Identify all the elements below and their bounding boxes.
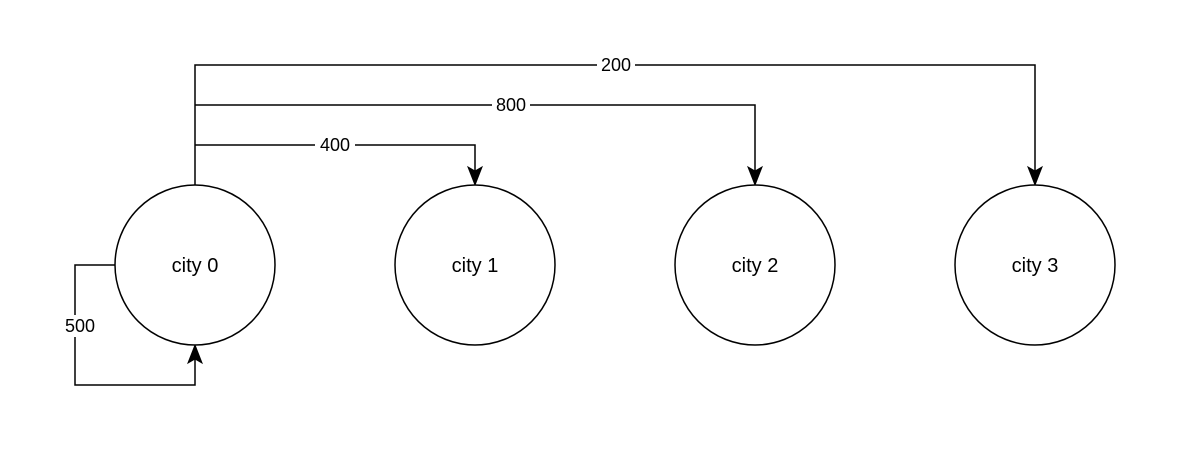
node-city2-circle [674,184,836,346]
edge-city0-city0-label-bg [60,315,100,337]
edge-city0-city3-label: 200 [601,55,631,75]
node-city2-label: city 2 [732,255,779,277]
edge-city0-city1-label: 400 [320,135,350,155]
edge-city0-city1[interactable]: 400 [195,134,483,187]
node-city1-circle [394,184,556,346]
edge-city0-city2-line [195,104,756,172]
node-city2[interactable]: city 2 [674,184,836,346]
edge-city0-city2-label: 800 [496,95,526,115]
edge-city0-city2[interactable]: 800 [195,94,763,187]
edge-city0-city2-label-bg [492,94,530,116]
node-city0-label: city 0 [172,255,219,277]
edge-city0-city0-line [74,264,196,386]
node-city3-circle [954,184,1116,346]
edge-city0-city1-line [195,144,476,172]
edge-city0-city2-arrowhead [747,165,763,187]
node-city0-circle [114,184,276,346]
node-city1-label: city 1 [452,255,499,277]
edge-city0-city1-label-bg [315,134,355,156]
node-city0[interactable]: city 0 [114,184,276,346]
edge-city0-city3-line [194,64,1036,185]
edge-city0-city0-arrowhead [187,343,203,365]
edge-city0-city0-label: 500 [65,316,95,336]
node-city3[interactable]: city 3 [954,184,1116,346]
edge-city0-city3-label-bg [597,54,635,76]
edge-city0-city3[interactable]: 200 [194,54,1043,187]
node-city1[interactable]: city 1 [394,184,556,346]
edge-city0-city0[interactable]: 500 [60,264,203,386]
node-city3-label: city 3 [1012,255,1059,277]
edge-city0-city1-arrowhead [467,165,483,187]
edge-city0-city3-arrowhead [1027,165,1043,187]
